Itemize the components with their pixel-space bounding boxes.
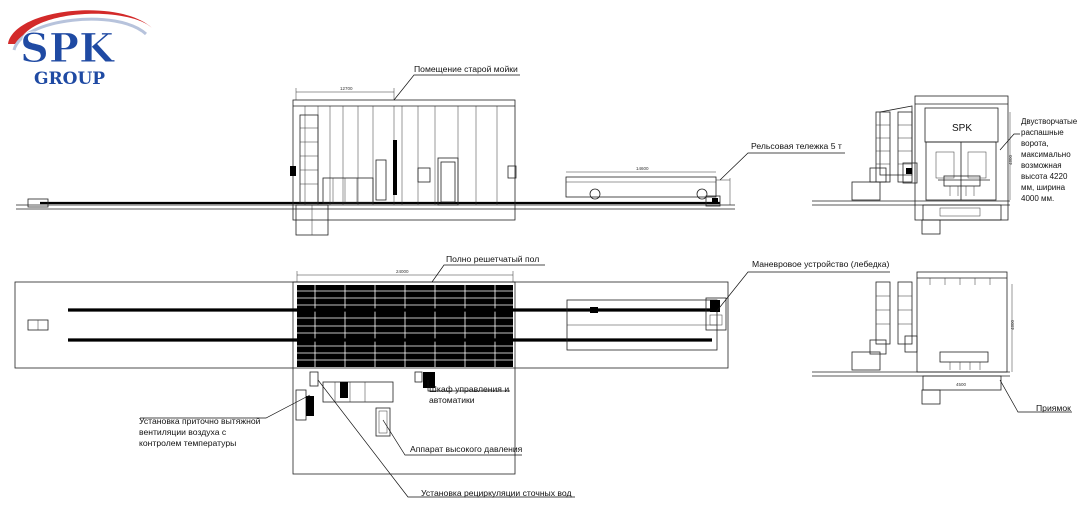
svg-text:ворота,: ворота, [1021,139,1049,148]
svg-text:4800: 4800 [1010,319,1015,330]
callout-grated-floor: Полно решетчатый пол [446,254,539,264]
grated-floor-hatch [297,285,513,367]
svg-text:24000: 24000 [396,269,409,274]
svg-text:4000 мм.: 4000 мм. [1021,194,1054,203]
svg-text:контролем температуры: контролем температуры [139,438,236,448]
section-top-right: SPK 4800 [812,95,1013,235]
logo-swoosh-inner [12,17,148,51]
top-elevation: 12700 14600 [16,86,735,236]
plan-view: 24000 [14,269,729,475]
callout-old-wash-room: Помещение старой мойки [414,64,518,74]
svg-text:Шкаф управления и: Шкаф управления и [429,384,509,394]
spk-group-logo: SPK GROUP [8,10,152,89]
svg-text:мм, ширина: мм, ширина [1021,183,1066,192]
section-bottom-right: 4500 4800 [812,271,1015,405]
leader-lines [140,74,1072,498]
callout-pit: Приямок [1036,403,1071,413]
svg-text:4800: 4800 [1008,154,1013,165]
callout-shunting-device: Маневровое устройство (лебедка) [752,259,889,269]
callout-control-cabinet: Шкаф управления и автоматики [429,384,509,405]
logo-brand: SPK [20,25,115,72]
svg-text:возможная: возможная [1021,161,1062,170]
callout-pressure-washer: Аппарат высокого давления [410,444,523,454]
svg-text:распашные: распашные [1021,128,1064,137]
svg-text:Установка приточно вытяжной: Установка приточно вытяжной [139,416,261,426]
svg-text:максимально: максимально [1021,150,1071,159]
callout-ventilation: Установка приточно вытяжной вентиляции в… [139,416,261,448]
svg-text:14600: 14600 [636,166,649,171]
svg-text:автоматики: автоматики [429,395,475,405]
logo-sub: GROUP [34,69,105,89]
svg-text:12700: 12700 [340,86,353,91]
svg-text:высота 4220: высота 4220 [1021,172,1068,181]
callout-gates: Двустворчатые распашные ворота, максимал… [1021,117,1078,203]
callout-recirculation: Установка рециркуляции сточных вод [421,488,572,498]
svg-text:4500: 4500 [956,382,967,387]
callout-rail-cart: Рельсовая тележка 5 т [751,141,842,151]
svg-text:вентиляции воздуха с: вентиляции воздуха с [139,427,227,437]
logo-swoosh [8,10,152,44]
svg-text:Двустворчатые: Двустворчатые [1021,117,1078,126]
section-sign: SPK [952,123,972,134]
